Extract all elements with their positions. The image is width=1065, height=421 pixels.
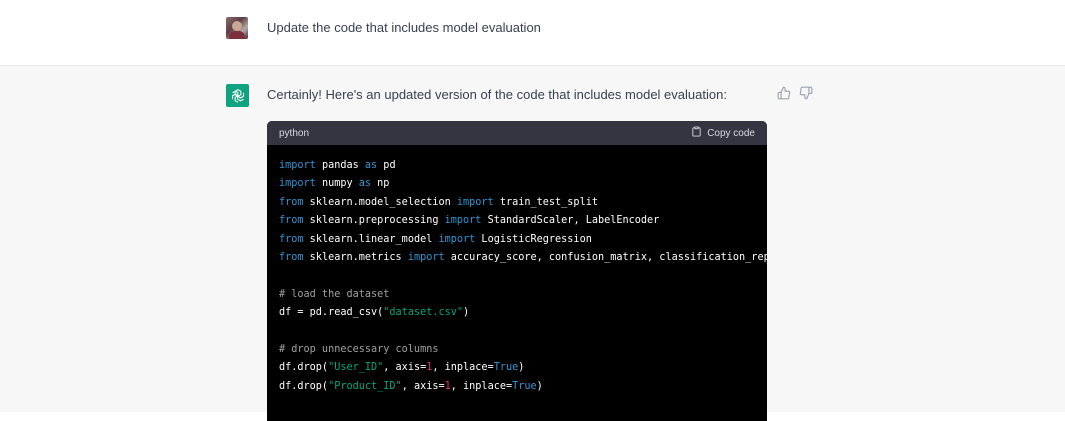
code-content: import pandas as pd import numpy as np fro… [267, 145, 767, 396]
code-line: import pandas as pd [279, 160, 396, 171]
thumbs-up-icon[interactable] [777, 86, 791, 100]
clipboard-icon [691, 126, 702, 140]
code-line: from sklearn.metrics import accuracy_sco… [279, 252, 767, 264]
code-language-label: python [279, 127, 310, 139]
feedback-buttons [777, 86, 813, 100]
assistant-message-row: Certainly! Here's an updated version of … [0, 66, 1065, 421]
copy-code-button[interactable]: Copy code [691, 126, 755, 140]
code-line: df.drop("Product_ID", axis=1, inplace=Tr… [279, 380, 543, 392]
user-message-text: Update the code that includes model eval… [267, 20, 541, 35]
code-line: df.drop("User_ID", axis=1, inplace=True) [279, 362, 525, 374]
code-line: import numpy as np [279, 178, 390, 190]
user-message-row: Update the code that includes model eval… [0, 0, 1065, 66]
code-line [279, 323, 755, 341]
thumbs-down-icon[interactable] [799, 86, 813, 100]
code-line: # drop unnecessary columns [279, 344, 439, 356]
code-header: python Copy code [267, 121, 767, 145]
copy-code-label: Copy code [707, 127, 755, 139]
code-line: from sklearn.preprocessing import Standa… [279, 215, 660, 227]
code-line [279, 267, 755, 285]
assistant-message-text: Certainly! Here's an updated version of … [267, 87, 727, 102]
code-line: df = pd.read_csv("dataset.csv") [279, 307, 470, 319]
chatgpt-logo-icon [226, 84, 249, 107]
user-avatar [226, 17, 248, 39]
code-line: from sklearn.linear_model import Logisti… [279, 233, 592, 245]
code-line: from sklearn.model_selection import trai… [279, 196, 598, 208]
code-line: # load the dataset [279, 288, 390, 300]
